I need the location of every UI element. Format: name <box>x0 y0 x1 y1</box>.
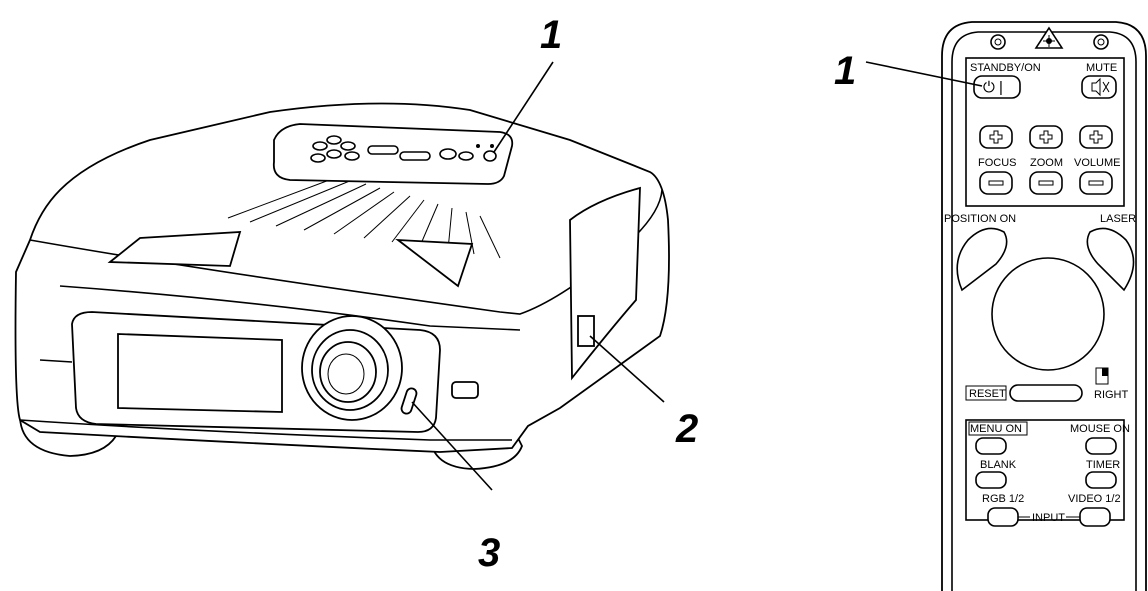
callout-front-sensor: 3 <box>478 531 500 575</box>
mute-label: MUTE <box>1086 62 1117 74</box>
rgb-button[interactable] <box>987 507 1019 527</box>
plus-icon <box>989 130 1103 144</box>
menu-on-button[interactable] <box>975 437 1007 455</box>
laser-label: LASER <box>1100 213 1136 225</box>
lens <box>301 315 403 421</box>
volume-plus-button[interactable] <box>1079 125 1113 149</box>
leader-line-remote-power <box>865 61 983 87</box>
standby-on-label: STANDBY/ON <box>970 62 1041 74</box>
mute-button[interactable] <box>1081 75 1117 99</box>
minus-icon <box>988 180 1104 186</box>
rgb-label: RGB 1/2 <box>982 493 1024 505</box>
volume-minus-button[interactable] <box>1079 171 1113 195</box>
callout-top-power: 1 <box>540 13 562 57</box>
callout-side-sensor: 2 <box>675 407 698 451</box>
control-panel-buttons <box>310 135 497 163</box>
zoom-plus-button[interactable] <box>1029 125 1063 149</box>
power-icon: ⏻ | <box>983 79 1003 96</box>
front-window <box>117 333 283 413</box>
direction-disk-pad[interactable] <box>991 257 1105 371</box>
leader-line-front-sensor <box>411 401 493 491</box>
leader-line-top-power <box>493 61 554 153</box>
lower-control-group <box>965 419 1125 521</box>
side-crease-left <box>39 359 73 363</box>
top-recess-right <box>395 238 474 288</box>
focus-minus-button[interactable] <box>979 171 1013 195</box>
zoom-label: ZOOM <box>1030 157 1063 169</box>
mouse-on-label: MOUSE ON <box>1070 423 1130 435</box>
input-label: INPUT <box>1032 512 1065 524</box>
projector-illustration <box>14 102 670 470</box>
side-ir-sensor <box>577 315 595 347</box>
mouse-on-button[interactable] <box>1085 437 1117 455</box>
zoom-minus-button[interactable] <box>1029 171 1063 195</box>
reset-label: RESET <box>969 388 1006 400</box>
ir-emitter-right <box>1093 34 1109 50</box>
speaker-mute-icon <box>1091 77 1110 97</box>
top-recess-left <box>107 231 242 267</box>
front-ir-sensor <box>400 387 418 415</box>
mouse-right-icon <box>1095 367 1109 385</box>
remote-inner-edge <box>951 31 1137 591</box>
reset-button[interactable] <box>1009 384 1083 402</box>
leader-line-side-sensor <box>589 335 665 403</box>
upper-control-group <box>965 57 1125 207</box>
laser-button[interactable] <box>1086 227 1135 292</box>
standby-on-button[interactable] <box>973 75 1021 99</box>
side-indicator <box>451 381 479 399</box>
timer-button[interactable] <box>1085 471 1117 489</box>
focus-plus-button[interactable] <box>979 125 1013 149</box>
menu-on-label-box <box>968 421 1028 436</box>
right-label: RIGHT <box>1094 389 1129 401</box>
video-button[interactable] <box>1079 507 1111 527</box>
position-on-button[interactable] <box>956 227 1008 292</box>
remote-control: STANDBY/ON ⏻ | MUTE FOCUS ZOOM VOLUME <box>941 21 1147 591</box>
callout-remote-power: 1 <box>834 49 856 93</box>
laser-warning-icon <box>1034 26 1064 49</box>
top-vent-lines <box>227 175 501 259</box>
video-label: VIDEO 1/2 <box>1068 493 1121 505</box>
focus-label: FOCUS <box>978 157 1017 169</box>
timer-label: TIMER <box>1086 459 1120 471</box>
base-edge <box>19 419 512 441</box>
blank-label: BLANK <box>980 459 1017 471</box>
volume-label: VOLUME <box>1074 157 1120 169</box>
reset-label-box <box>965 385 1007 401</box>
ir-emitter-left <box>990 34 1006 50</box>
front-upper-edge <box>59 285 521 331</box>
menu-on-label: MENU ON <box>970 423 1022 435</box>
position-on-label: POSITION ON <box>944 213 1016 225</box>
blank-button[interactable] <box>975 471 1007 489</box>
